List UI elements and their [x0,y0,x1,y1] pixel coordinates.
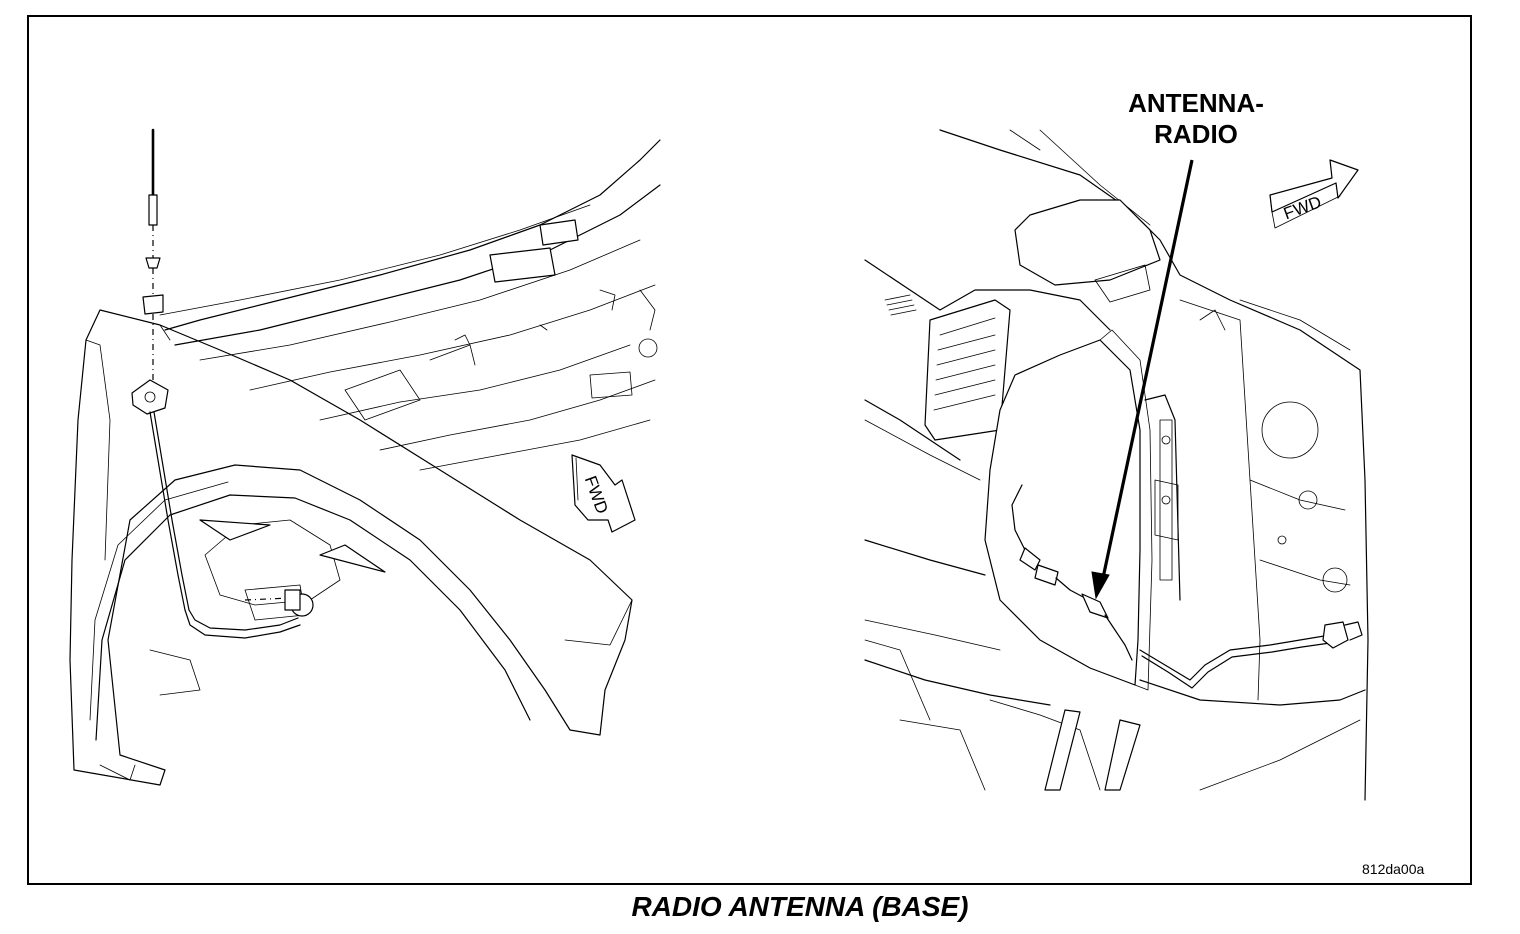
left-view-fender [69,139,661,786]
fwd-arrow-right: FWD [1269,159,1359,229]
figure-id: 812da00a [1362,861,1425,877]
antenna-radio-callout: ANTENNA- RADIO [1128,88,1264,149]
diagram-frame [27,15,1472,885]
right-view-interior [864,129,1369,801]
antenna-mast-assembly [131,128,314,639]
figure-caption: RADIO ANTENNA (BASE) [631,891,969,922]
fwd-arrow-left: FWD [571,454,636,533]
antenna-cable-right [1011,484,1363,689]
callout-leader-arrow [1091,159,1194,600]
